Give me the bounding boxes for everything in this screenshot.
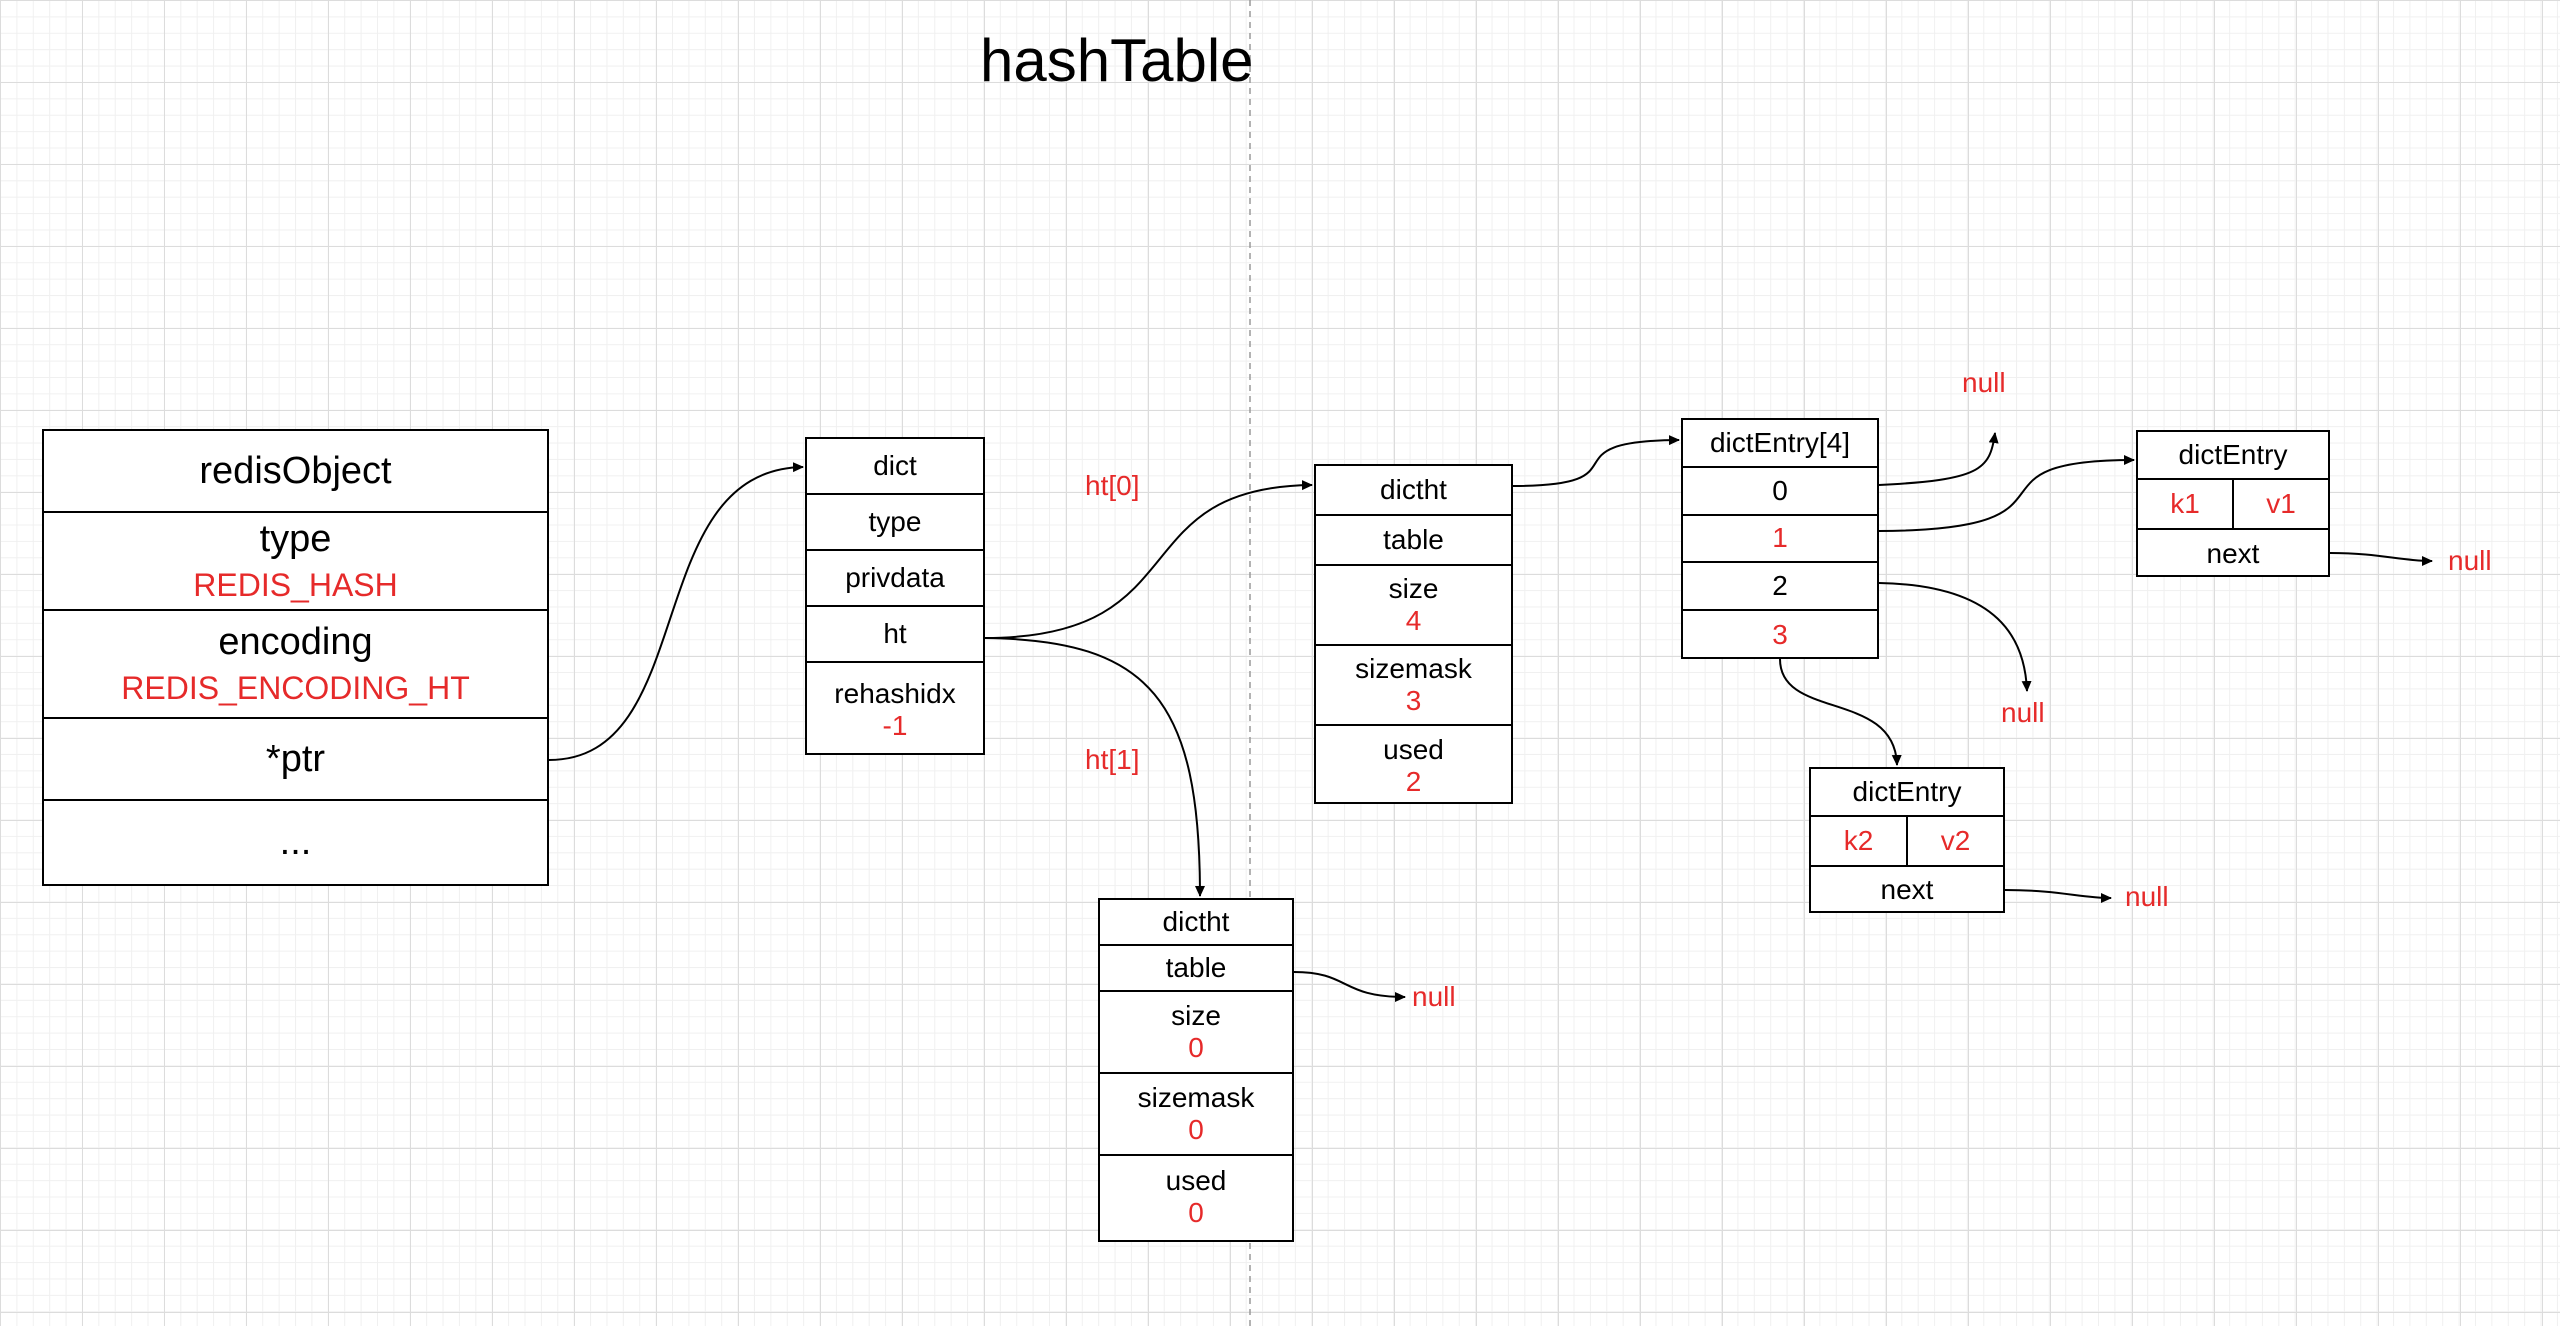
entry-2-value: v2 xyxy=(1940,825,1971,856)
arrow-ht-to-ht1 xyxy=(984,637,1205,897)
dictht-0-used-field: used 2 xyxy=(1383,734,1444,797)
dict-entry-2-next: next xyxy=(1880,874,1934,905)
dictht-1-size-field: size 0 xyxy=(1100,992,1292,1074)
page-title: hashTable xyxy=(980,27,1254,94)
dict-header: dict xyxy=(807,439,983,495)
arrow-ptr-to-dict xyxy=(548,462,804,761)
dictht-0-size-field: size 4 xyxy=(1316,566,1511,646)
dict-entry-1-box: dictEntry k1 v1 next xyxy=(2136,430,2330,577)
arrow-entry2-next-to-null xyxy=(2004,889,2112,903)
null-label-slot-0: null xyxy=(1962,367,2006,398)
dictht-0-sizemask-field: sizemask 3 xyxy=(1316,646,1511,726)
dictht-0-box: dictht table size 4 sizemask 3 used 2 xyxy=(1314,464,1513,804)
dictht-1-box: dictht table size 0 sizemask 0 used 0 xyxy=(1098,898,1294,1242)
arrow-slot0-to-null xyxy=(1878,432,1999,486)
dictht-0-header: dictht xyxy=(1316,466,1511,516)
type-label: type xyxy=(259,518,332,560)
edge-label-ht0: ht[0] xyxy=(1085,470,1140,501)
dict-entry-array-box: dictEntry[4] 0 1 2 3 xyxy=(1681,418,1879,659)
redis-object-header: redisObject xyxy=(44,431,547,513)
edge-label-ht1: ht[1] xyxy=(1085,744,1140,775)
dictht-1-table-field: table xyxy=(1100,946,1292,992)
dict-entry-array-header: dictEntry[4] xyxy=(1683,420,1877,468)
arrow-slot1-to-entry1 xyxy=(1878,455,2135,532)
dictht-1-sizemask-field: sizemask 0 xyxy=(1100,1074,1292,1156)
rehashidx-value: -1 xyxy=(882,710,908,741)
dict-box: dict type privdata ht rehashidx -1 xyxy=(805,437,985,755)
dict-entry-2-box: dictEntry k2 v2 next xyxy=(1809,767,2005,913)
redis-object-ellipsis-field: ... xyxy=(279,821,312,863)
arrow-table-to-array xyxy=(1512,435,1680,487)
arrow-slot3-to-entry2 xyxy=(1779,658,1902,766)
dict-entry-2-kv: k2 v2 xyxy=(1811,817,2003,867)
dict-type-field: type xyxy=(807,495,983,551)
entry-1-key: k1 xyxy=(2138,480,2234,528)
dict-ht-field: ht xyxy=(807,607,983,663)
null-label-ht1-table: null xyxy=(1412,981,1456,1012)
arrow-ht-to-ht0 xyxy=(984,480,1313,639)
redis-object-encoding-field: encoding REDIS_ENCODING_HT xyxy=(44,611,547,719)
null-label-slot-2: null xyxy=(2001,697,2045,728)
bucket-slot-0: 0 xyxy=(1683,468,1877,516)
redis-object-box: redisObject type REDIS_HASH encoding RED… xyxy=(42,429,549,886)
bucket-slot-1: 1 xyxy=(1683,516,1877,564)
entry-2-key: k2 xyxy=(1811,817,1908,865)
dictht-1-used-field: used 0 xyxy=(1165,1165,1227,1228)
null-label-entry-1-next: null xyxy=(2448,545,2492,576)
entry-1-value: v1 xyxy=(2266,488,2296,519)
bucket-slot-3: 3 xyxy=(1772,619,1788,651)
type-value: REDIS_HASH xyxy=(193,567,398,603)
dictht-1-header: dictht xyxy=(1100,900,1292,946)
dict-entry-1-next: next xyxy=(2206,537,2260,569)
dict-rehashidx-field: rehashidx -1 xyxy=(834,678,956,741)
dict-entry-1-kv: k1 v1 xyxy=(2138,480,2328,530)
dictht-0-table-field: table xyxy=(1316,516,1511,566)
encoding-label: encoding xyxy=(218,621,373,663)
null-label-entry-2-next: null xyxy=(2125,881,2169,912)
arrow-ht1-table-to-null xyxy=(1293,971,1406,1002)
redis-object-type-field: type REDIS_HASH xyxy=(44,513,547,611)
dict-entry-2-header: dictEntry xyxy=(1811,769,2003,817)
dict-privdata-field: privdata xyxy=(807,551,983,607)
bucket-slot-2: 2 xyxy=(1683,563,1877,612)
dict-entry-1-header: dictEntry xyxy=(2138,432,2328,480)
arrow-entry1-next-to-null xyxy=(2329,552,2433,566)
arrow-slot2-to-null xyxy=(1878,582,2032,692)
redis-object-ptr-field: *ptr xyxy=(44,719,547,801)
encoding-value: REDIS_ENCODING_HT xyxy=(121,670,470,706)
